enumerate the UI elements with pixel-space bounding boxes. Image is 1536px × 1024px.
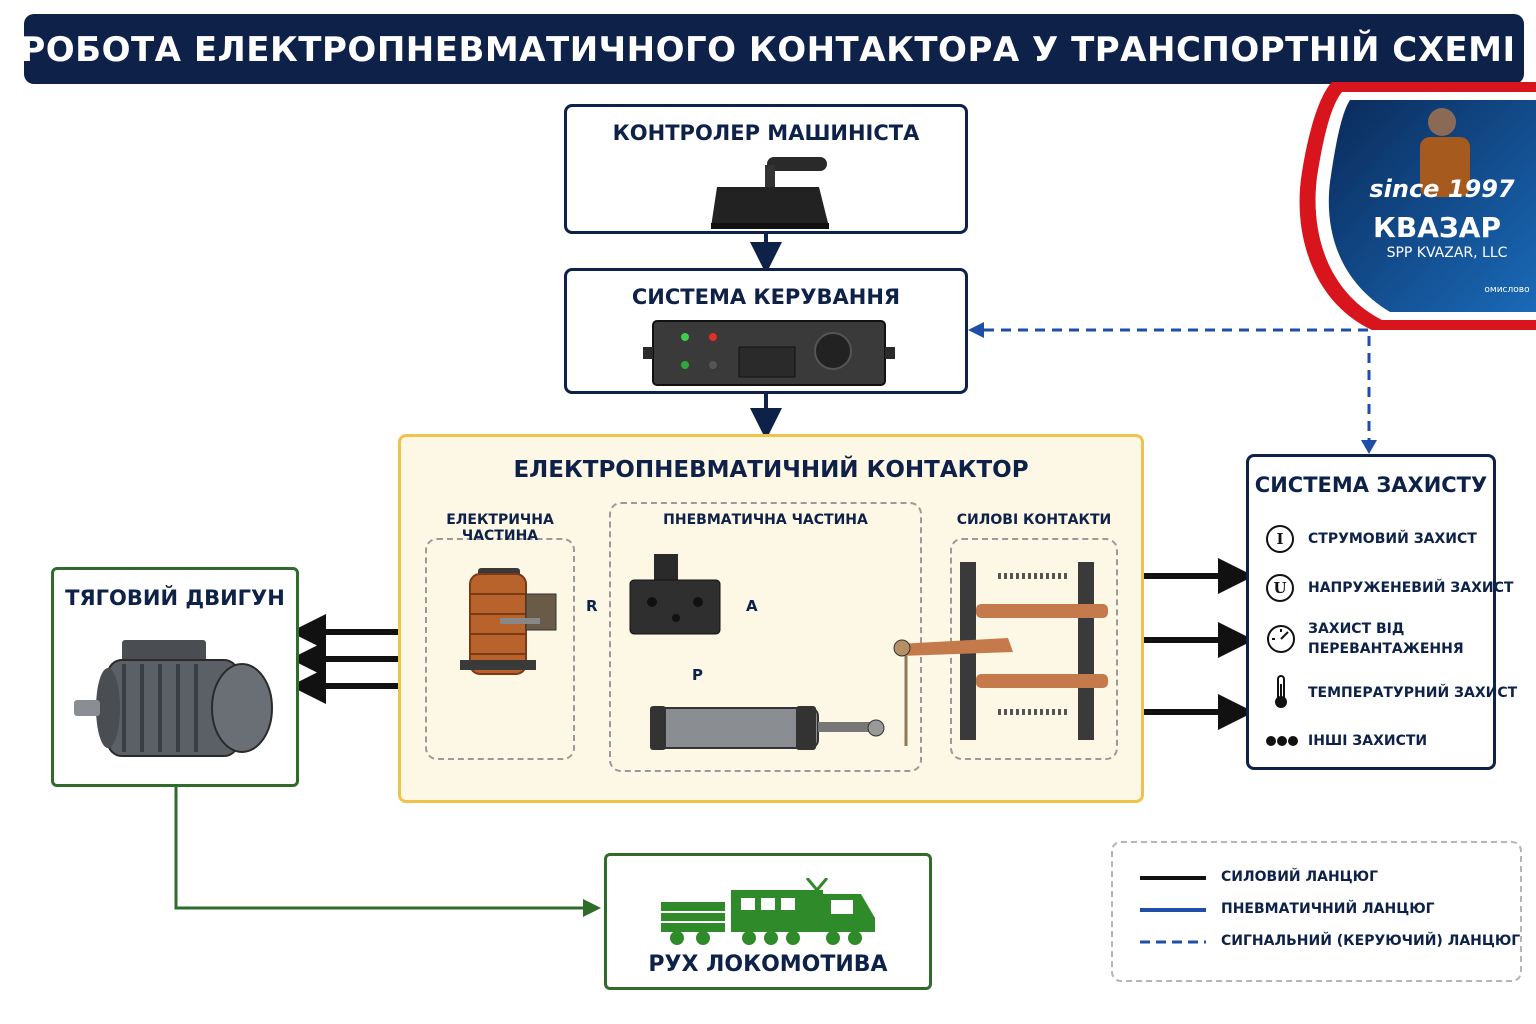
traction-motor-title: ТЯГОВИЙ ДВИГУН (65, 586, 285, 610)
control-unit-icon (643, 320, 895, 386)
overload-protection-label-1: ЗАХИСТ ВІД (1308, 621, 1405, 637)
controller-title: КОНТРОЛЕР МАШИНІСТА (612, 121, 920, 145)
temperature-protection-label: ТЕМПЕРАТУРНИЙ ЗАХИСТ (1308, 685, 1518, 701)
page-title: РОБОТА ЕЛЕКТРОПНЕВМАТИЧНОГО КОНТАКТОРА У… (20, 30, 1516, 70)
title-bar (24, 14, 1524, 84)
legend-pneumatic-label: ПНЕВМАТИЧНИЙ ЛАНЦЮГ (1221, 901, 1435, 917)
control-system-title: СИСТЕМА КЕРУВАННЯ (631, 285, 901, 309)
pneumatic-part-panel (609, 502, 922, 772)
other-protection-label: ІНШІ ЗАХИСТИ (1308, 733, 1428, 749)
legend (1111, 841, 1522, 982)
contactor-title: ЕЛЕКТРОПНЕВМАТИЧНИЙ КОНТАКТОР (513, 457, 1029, 483)
logo-since: since 1997 (1369, 175, 1515, 203)
pneumatic-part-title: ПНЕВМАТИЧНА ЧАСТИНА (663, 512, 868, 528)
logo-tagline: омислово (1484, 285, 1530, 295)
protection-title: СИСТЕМА ЗАХИСТУ (1254, 473, 1488, 497)
company-logo: since 1997 КВАЗАР SPP KVAZAR, LLC омисло… (1292, 82, 1536, 330)
locomotive-box: РУХ ЛОКОМОТИВА (604, 853, 932, 990)
solenoid-coil-icon (460, 568, 557, 675)
port-p-label: P (692, 666, 703, 684)
logo-company: SPP KVAZAR, LLC (1387, 245, 1508, 261)
motion-line (174, 787, 601, 917)
legend-signal-label: СИГНАЛЬНИЙ (КЕРУЮЧИЙ) ЛАНЦЮГ (1221, 933, 1521, 949)
dots-icon (1266, 736, 1298, 746)
current-protection-label: СТРУМОВИЙ ЗАХИСТ (1308, 531, 1477, 547)
protection-system-box: СИСТЕМА ЗАХИСТУ (1246, 454, 1496, 770)
power-contacts-icon (893, 562, 1108, 746)
gauge-icon (1267, 625, 1295, 653)
voltage-protection-icon: U (1266, 574, 1294, 602)
voltage-protection-label: НАПРУЖЕНЕВИЙ ЗАХИСТ (1308, 580, 1514, 596)
port-r-label: R (586, 597, 598, 615)
pneumatic-cylinder-icon (650, 706, 885, 750)
logo-brand: КВАЗАР (1373, 211, 1501, 244)
traction-motor-box: ТЯГОВИЙ ДВИГУН (51, 567, 299, 787)
controller-box: КОНТРОЛЕР МАШИНІСТА (564, 104, 968, 234)
legend-power-label: СИЛОВИЙ ЛАНЦЮГ (1221, 869, 1379, 885)
electric-motor-icon (74, 640, 273, 757)
current-protection-icon: I (1266, 525, 1294, 553)
legend-lines (1140, 876, 1206, 944)
electrical-part-panel (425, 538, 575, 760)
power-contacts-title: СИЛОВІ КОНТАКТИ (956, 512, 1112, 528)
overload-protection-label-2: ПЕРЕВАНТАЖЕННЯ (1308, 641, 1464, 657)
signal-line-protection-control (980, 328, 1371, 448)
locomotive-title: РУХ ЛОКОМОТИВА (648, 952, 888, 977)
valve-block-icon (629, 554, 721, 635)
locomotive-icon (661, 878, 875, 945)
controller-handle-icon (711, 157, 829, 229)
control-system-box: СИСТЕМА КЕРУВАННЯ (564, 268, 968, 394)
thermometer-icon (1275, 675, 1287, 708)
port-a-label: A (746, 597, 758, 615)
electrical-part-title: ЕЛЕКТРИЧНА ЧАСТИНА (446, 512, 554, 544)
